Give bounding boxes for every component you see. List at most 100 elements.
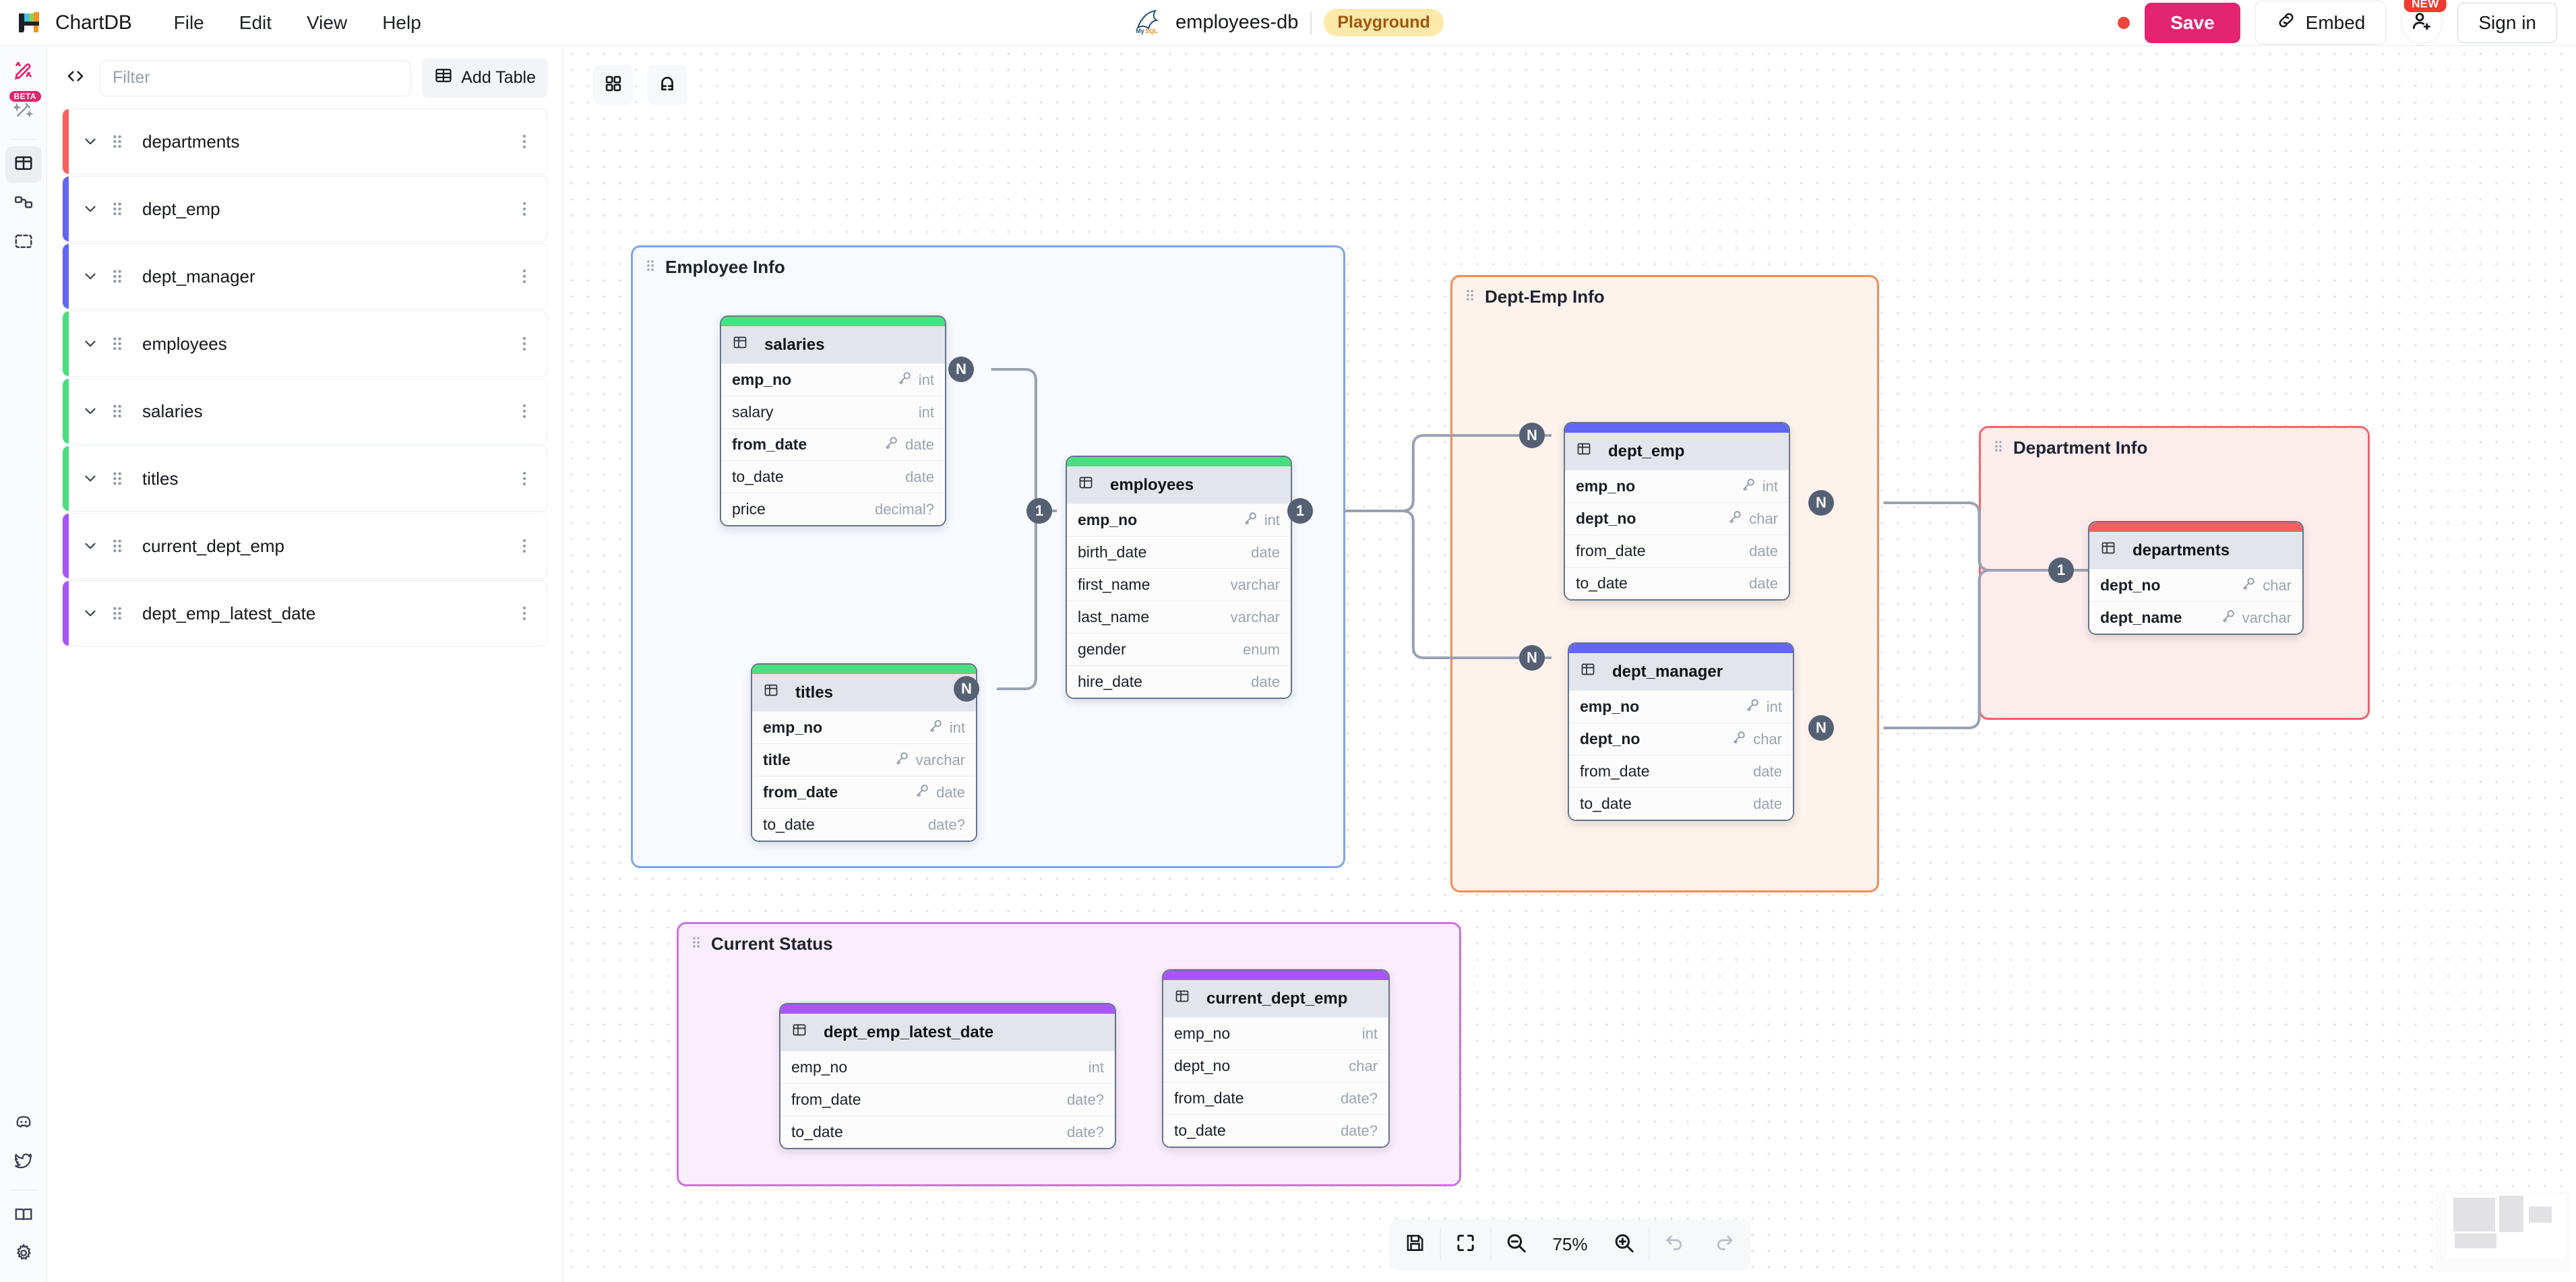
table-list-item[interactable]: departments [62,109,548,175]
table-list-item[interactable]: dept_emp_latest_date [62,580,548,646]
more-vertical-icon[interactable] [518,268,531,285]
drag-handle-icon[interactable] [645,257,656,278]
more-vertical-icon[interactable] [518,470,531,487]
menu-item-edit[interactable]: Edit [239,11,272,33]
more-vertical-icon[interactable] [518,402,531,420]
magnet-snap-button[interactable] [647,65,687,105]
minimap[interactable] [2436,1192,2571,1273]
drag-handle-icon[interactable] [110,268,125,285]
embed-button[interactable]: Embed [2255,1,2387,44]
table-list-item[interactable]: salaries [62,378,548,444]
redo-button[interactable] [1700,1220,1750,1269]
more-vertical-icon[interactable] [518,133,531,150]
filter-input[interactable] [100,59,412,96]
table-header[interactable]: dept_emp [1565,433,1789,470]
menu-item-help[interactable]: Help [382,11,421,33]
fit-view-button[interactable] [1441,1220,1491,1269]
more-vertical-icon[interactable] [518,200,531,218]
collapse-panel-button[interactable] [62,65,89,92]
settings-button[interactable] [5,1236,42,1273]
zoom-out-button[interactable] [1492,1220,1541,1269]
table-header[interactable]: salaries [721,326,945,363]
drag-handle-icon[interactable] [1993,437,2004,458]
table-header[interactable]: dept_manager [1569,653,1793,690]
save-button[interactable]: Save [2145,2,2240,43]
table-list-item[interactable]: dept_emp [62,176,548,242]
drag-handle-icon[interactable] [110,605,125,622]
zoom-in-button[interactable] [1599,1220,1649,1269]
twitter-button[interactable] [5,1144,42,1180]
table-header[interactable]: dept_emp_latest_date [780,1014,1115,1051]
chevron-down-icon[interactable] [82,133,99,150]
table-header[interactable]: current_dept_emp [1163,980,1388,1017]
table-list-item[interactable]: employees [62,311,548,377]
docs-button[interactable] [5,1197,42,1233]
chevron-down-icon[interactable] [82,470,99,487]
more-vertical-icon[interactable] [518,537,531,555]
menu-item-view[interactable]: View [307,11,348,33]
menu-item-file[interactable]: File [173,11,204,33]
save-diagram-button[interactable] [1390,1220,1440,1269]
design-icon-button[interactable] [5,54,42,90]
table-header[interactable]: departments [2089,532,2302,569]
tables-button[interactable] [5,146,42,183]
layout-grid-button[interactable] [593,65,634,105]
chevron-down-icon[interactable] [82,268,99,285]
db-title[interactable]: employees-db [1175,11,1299,33]
drag-handle-icon[interactable] [1465,286,1475,307]
drag-handle-icon[interactable] [691,934,702,954]
undo-button[interactable] [1650,1220,1700,1269]
add-user-button[interactable]: NEW [2401,0,2447,44]
chevron-down-icon[interactable] [82,537,99,555]
drag-handle-icon[interactable] [110,470,125,487]
table-list-item[interactable]: current_dept_emp [62,513,548,579]
drag-handle-icon[interactable] [110,537,125,555]
magic-wand-button[interactable]: BETA [5,91,42,129]
more-vertical-icon[interactable] [518,335,531,353]
zoom-level[interactable]: 75% [1552,1233,1588,1254]
table-header[interactable]: titles [752,674,976,711]
chevron-down-icon[interactable] [82,335,99,353]
relationships-button[interactable] [5,185,42,222]
more-vertical-icon[interactable] [518,605,531,622]
sign-in-button[interactable]: Sign in [2457,2,2557,43]
areas-button[interactable] [5,224,42,261]
chevron-down-icon[interactable] [82,402,99,420]
